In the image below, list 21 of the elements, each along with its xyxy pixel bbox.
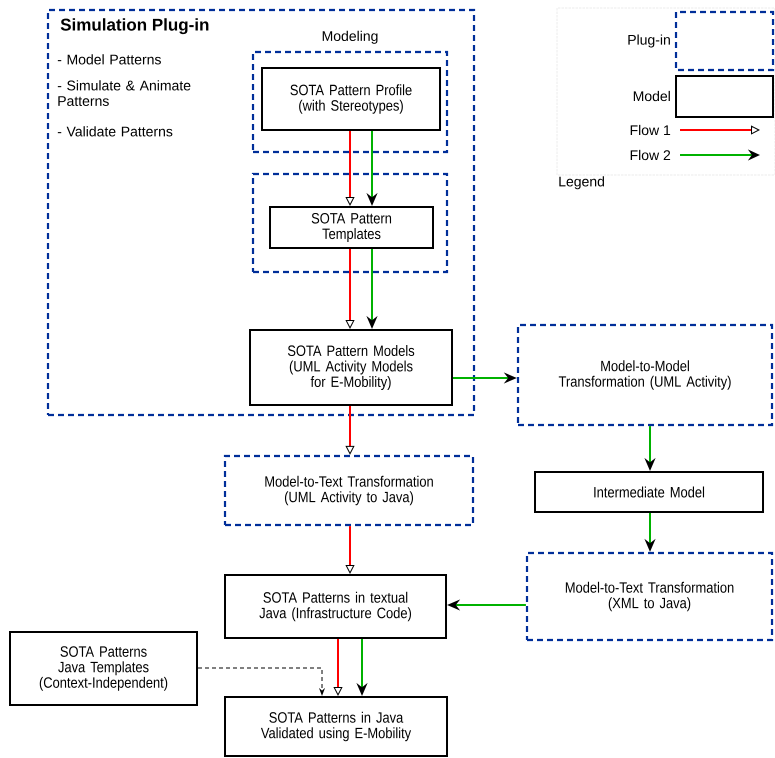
model-box: SOTA Pattern Models (UML Activity Models for E-Mobility)	[249, 329, 453, 406]
model-box: SOTA Patterns Java Templates (Context-Independent)	[9, 631, 198, 706]
legend-label: Flow 1	[630, 124, 670, 136]
model-box: SOTA Pattern Templates	[269, 206, 434, 249]
legend-label: Model	[634, 90, 670, 102]
model-box: Intermediate Model	[534, 471, 764, 513]
plugin-box: Model-to-Model Transformation (UML Activity)	[516, 324, 774, 426]
bullet-item: - Simulate & Animate Patterns	[58, 80, 190, 106]
frame-title: Simulation Plug-in	[60, 18, 208, 34]
model-box: SOTA Patterns in textual Java (Infrastructure Code)	[224, 574, 447, 639]
legend-title: Legend	[559, 176, 604, 190]
model-box: SOTA Pattern Profile (with Stereotypes)	[261, 67, 441, 131]
legend-label: Flow 2	[630, 150, 670, 160]
group-heading: Modeling	[322, 30, 378, 44]
plugin-box: Model-to-Text Transformation (XML to Java)	[526, 552, 774, 642]
legend-label: Plug-in	[628, 34, 670, 48]
plugin-box: Model-to-Text Transformation (UML Activity to Java)	[224, 454, 474, 526]
plugin-box	[252, 172, 448, 274]
bullet-item: - Validate Patterns	[58, 126, 172, 136]
bullet-item: - Model Patterns	[58, 54, 161, 64]
model-box: SOTA Patterns in Java Validated using E-Mobility	[224, 696, 448, 757]
